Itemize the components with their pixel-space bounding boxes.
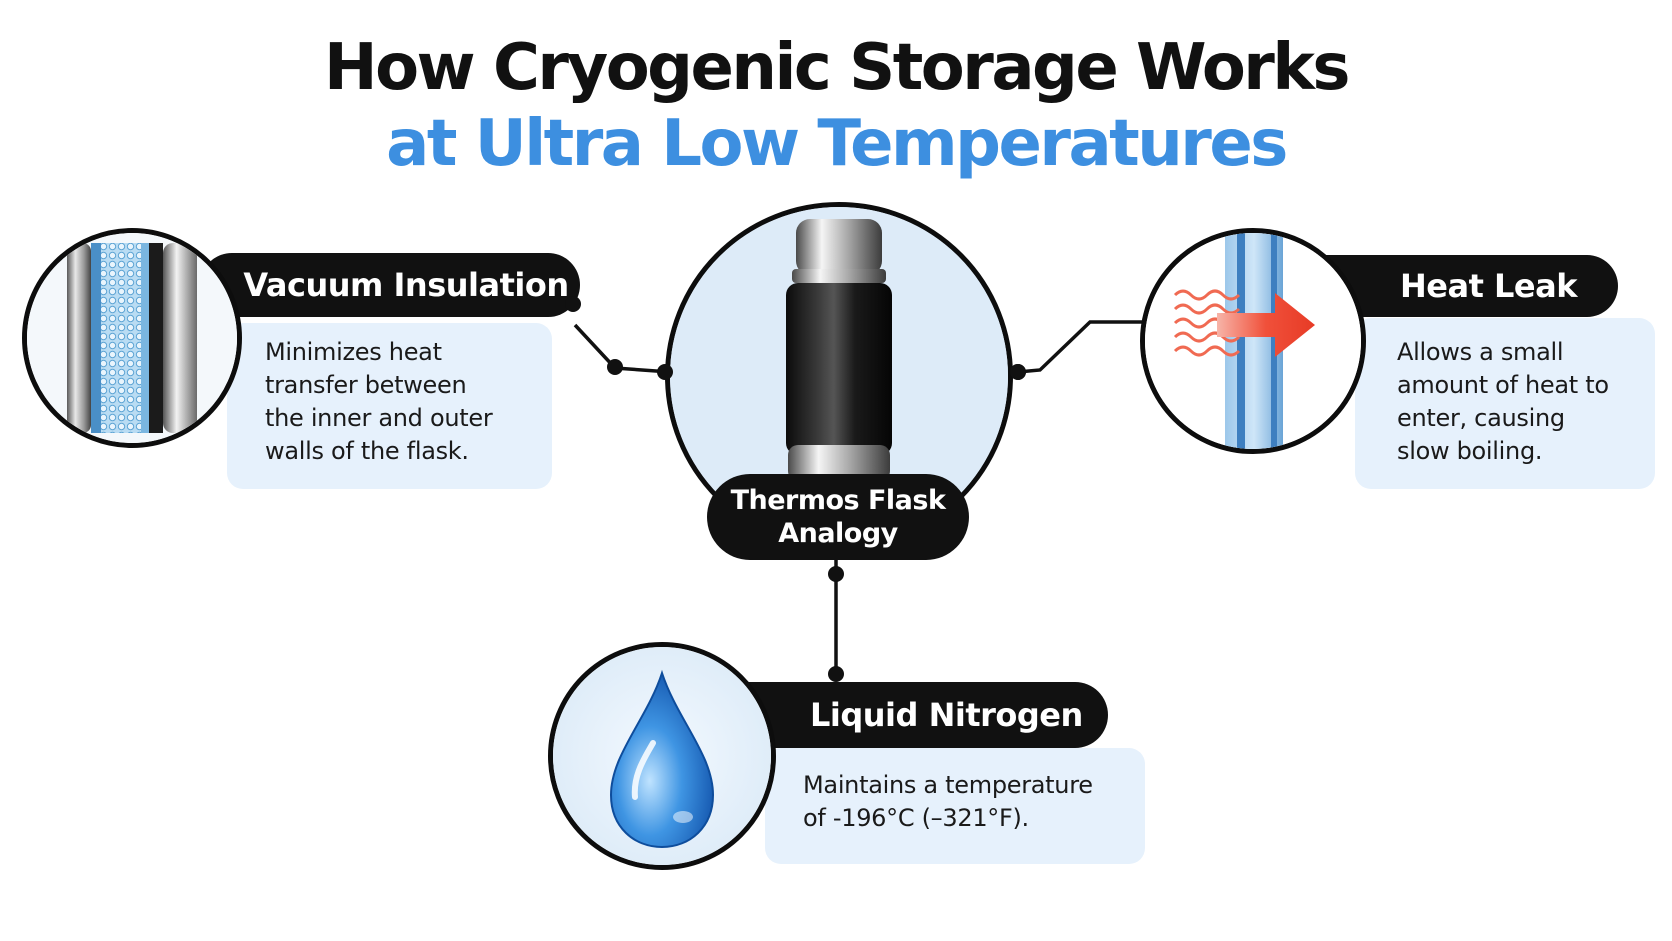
desc-line: amount of heat to [1397, 371, 1609, 399]
desc-line: slow boiling. [1397, 437, 1543, 465]
vacuum-insulation-description: Minimizes heat transfer between the inne… [227, 323, 552, 489]
liquid-nitrogen-label: Liquid Nitrogen [710, 682, 1108, 748]
desc-line: walls of the flask. [265, 437, 469, 465]
center-connector-dot-right [1010, 364, 1026, 380]
thermos-flask-label-line-2: Analogy [778, 518, 898, 549]
thermos-flask-label: Thermos Flask Analogy [707, 474, 969, 560]
desc-line: Maintains a temperature [803, 771, 1093, 799]
heat-leak-circle [1140, 228, 1366, 454]
vacuum-insulation-label-text: Vacuum Insulation [243, 266, 569, 304]
center-connector-dot-bottom [828, 566, 844, 582]
vacuum-insulation-label: Vacuum Insulation [200, 253, 580, 317]
vacuum-connector-dot [565, 296, 581, 312]
heat-leak-label-text: Heat Leak [1400, 267, 1577, 305]
liquid-nitrogen-description: Maintains a temperature of -196°C (–321°… [765, 748, 1145, 864]
vacuum-wall-cross-section-icon [27, 233, 237, 443]
liquid-nitrogen-circle [548, 642, 776, 870]
vacuum-connector-dot-inner [607, 359, 623, 375]
desc-line: Minimizes heat [265, 338, 442, 366]
title-line-2: at Ultra Low Temperatures [386, 107, 1288, 181]
desc-line: the inner and outer [265, 404, 493, 432]
nitrogen-connector-dot [828, 666, 844, 682]
vacuum-insulation-circle [22, 228, 242, 448]
title-line-1: How Cryogenic Storage Works [324, 31, 1351, 105]
water-drop-icon [553, 647, 771, 865]
thermos-flask-label-line-1: Thermos Flask [730, 485, 946, 516]
center-connector-dot-left [657, 364, 673, 380]
desc-line: of -196°C (–321°F). [803, 804, 1029, 832]
heat-arrow-icon [1145, 233, 1361, 449]
heat-leak-description: Allows a small amount of heat to enter, … [1355, 318, 1655, 489]
desc-line: transfer between [265, 371, 467, 399]
liquid-nitrogen-label-text: Liquid Nitrogen [810, 696, 1083, 734]
desc-line: enter, causing [1397, 404, 1565, 432]
desc-line: Allows a small [1397, 338, 1564, 366]
